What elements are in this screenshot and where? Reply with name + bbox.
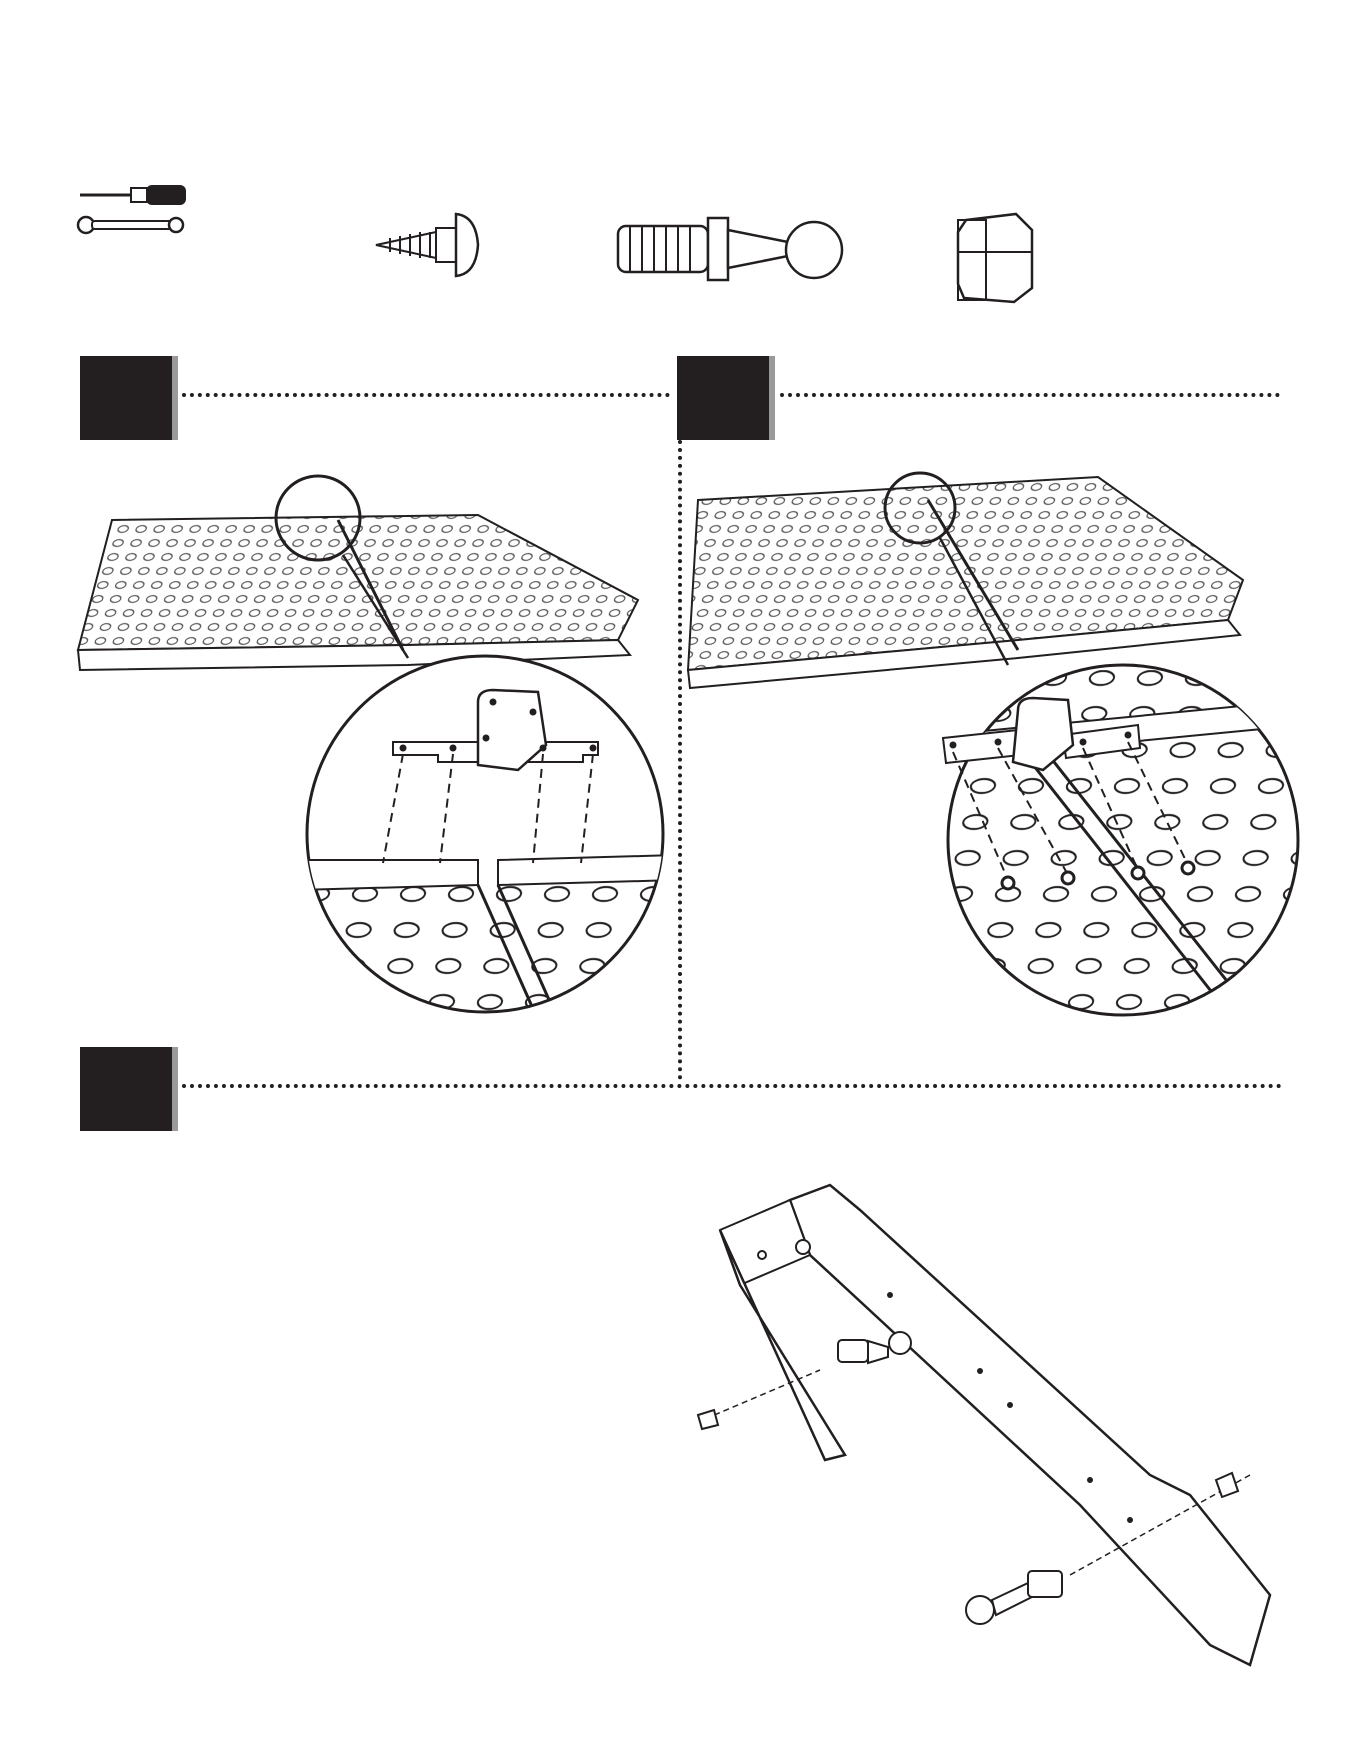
step-1-badge bbox=[80, 356, 172, 440]
ball-stud-lower bbox=[966, 1571, 1062, 1624]
step-3-divider bbox=[182, 1084, 1282, 1088]
hex-nut-right bbox=[1216, 1473, 1238, 1497]
tabletop-panel bbox=[78, 515, 638, 670]
tabletop-panel bbox=[688, 477, 1243, 688]
step-2-illustration bbox=[688, 480, 1288, 1040]
step-3-illustration bbox=[710, 1175, 1270, 1675]
zoom-detail bbox=[298, 656, 678, 1035]
wrench-icon bbox=[78, 217, 183, 233]
hex-nut-icon bbox=[956, 212, 1036, 304]
vertical-divider bbox=[678, 440, 682, 1080]
leg-bracket bbox=[720, 1185, 1270, 1665]
step-1-divider bbox=[182, 393, 670, 397]
screw-icon bbox=[376, 210, 496, 280]
tools-group bbox=[76, 180, 186, 240]
zoom-detail bbox=[943, 665, 1303, 1020]
ball-stud-upper bbox=[838, 1332, 911, 1363]
screwdriver-icon bbox=[80, 185, 186, 205]
step-3-badge bbox=[80, 1047, 172, 1131]
step-2-divider bbox=[780, 393, 1280, 397]
hex-nut-left bbox=[698, 1410, 718, 1429]
ball-stud-icon bbox=[616, 200, 846, 295]
step-2-badge bbox=[677, 356, 769, 440]
step-1-illustration bbox=[78, 480, 668, 990]
